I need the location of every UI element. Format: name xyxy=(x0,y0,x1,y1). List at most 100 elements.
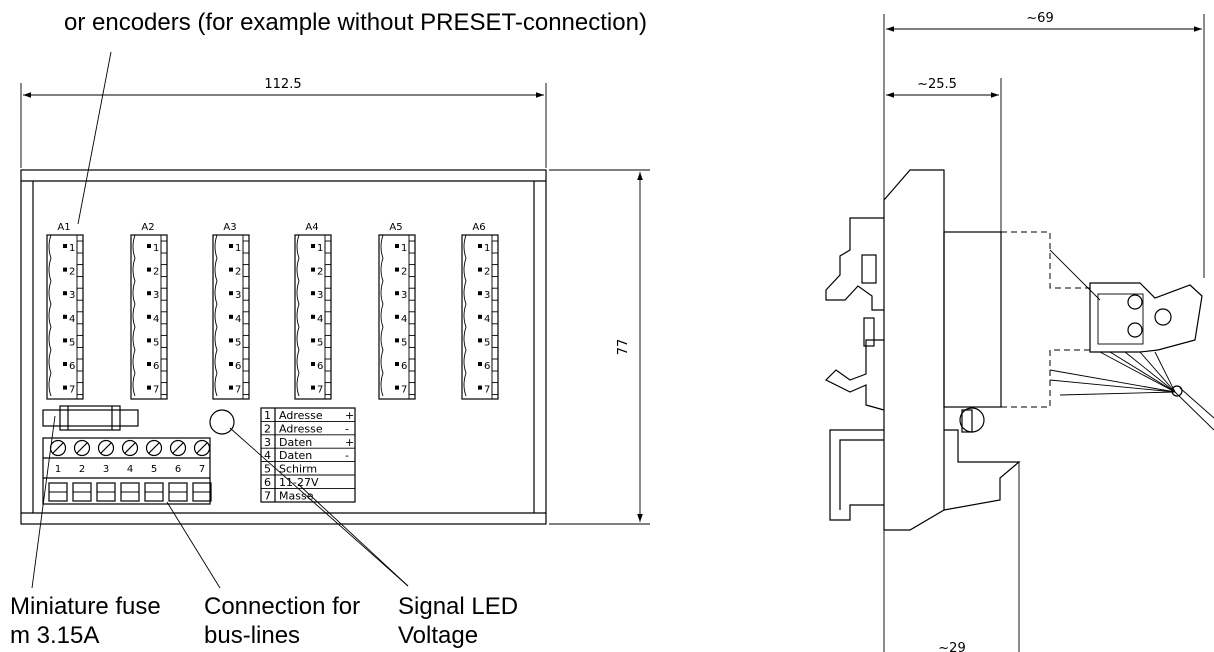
depth-b-dimension: ~29 xyxy=(938,641,965,652)
signal-led xyxy=(209,409,235,435)
fuse-rating-label: m 3.15A xyxy=(10,622,99,649)
pin-label: 4 xyxy=(317,314,323,325)
connector-label: A4 xyxy=(305,222,318,233)
pin-label: 7 xyxy=(401,385,407,396)
top-callout-label: or encoders (for example without PRESET-… xyxy=(64,9,647,36)
terminal-table-sign: - xyxy=(345,422,349,435)
pin-label: 1 xyxy=(153,243,159,254)
housing-outline xyxy=(20,169,547,525)
side-view: ~69 ~25.5 ~29 xyxy=(824,11,1214,652)
pin-label: 7 xyxy=(153,385,159,396)
pin-label: 2 xyxy=(153,267,159,278)
terminal-table-name: Masse xyxy=(279,489,314,502)
pin-label: 6 xyxy=(484,361,490,372)
pin-label: 3 xyxy=(484,290,490,301)
pin-label: 4 xyxy=(69,314,75,325)
depth-a-dimension: ~25.5 xyxy=(917,77,957,92)
front-view: 112.5 77 A11234567A21234567A31234567A412… xyxy=(20,77,650,589)
pin-label: 5 xyxy=(153,337,159,348)
fuse-leader xyxy=(31,415,56,589)
terminal-table-num: 1 xyxy=(264,409,271,422)
pin-label: 5 xyxy=(235,337,241,348)
pin-label: 3 xyxy=(69,290,75,301)
terminal-table-num: 5 xyxy=(264,463,271,476)
pin-label: 6 xyxy=(235,361,241,372)
fuse-label: Miniature fuse xyxy=(10,593,161,620)
terminal-screw xyxy=(73,439,91,457)
pin-label: 1 xyxy=(317,243,323,254)
connector-group: A11234567A21234567A31234567A41234567A512… xyxy=(46,222,499,400)
led-leader xyxy=(229,427,409,587)
pin-label: 5 xyxy=(317,337,323,348)
terminal-table-num: 6 xyxy=(264,476,271,489)
pin-label: 6 xyxy=(69,361,75,372)
pin-label: 3 xyxy=(153,290,159,301)
connector-label: A2 xyxy=(141,222,154,233)
terminal-number: 6 xyxy=(175,464,181,475)
terminal-table-name: Daten xyxy=(279,436,312,449)
terminal-number: 1 xyxy=(55,464,61,475)
pin-label: 4 xyxy=(153,314,159,325)
bus-leader xyxy=(166,501,221,589)
pin-label: 2 xyxy=(317,267,323,278)
bus-lines-label: bus-lines xyxy=(204,622,300,649)
width-dimension: 112.5 xyxy=(264,77,301,92)
height-dimension: 77 xyxy=(616,339,631,356)
connector-a2: A2 1 2 3 4 5 6 7 xyxy=(130,222,168,400)
terminal-table-sign: + xyxy=(345,436,354,449)
terminal-number: 5 xyxy=(151,464,157,475)
terminal-number: 7 xyxy=(199,464,205,475)
terminal-table-sign: - xyxy=(345,449,349,462)
pin-label: 1 xyxy=(69,243,75,254)
terminal-table-sign: + xyxy=(345,409,354,422)
bus-connection-label: Connection for xyxy=(204,593,360,620)
connector-leader xyxy=(77,51,112,225)
voltage-label: Voltage xyxy=(398,622,478,649)
signal-led-label: Signal LED xyxy=(398,593,518,620)
pin-label: 2 xyxy=(401,267,407,278)
connector-label: A5 xyxy=(389,222,402,233)
pin-label: 4 xyxy=(401,314,407,325)
terminal-screw xyxy=(169,439,187,457)
pin-label: 5 xyxy=(69,337,75,348)
pin-label: 7 xyxy=(484,385,490,396)
pin-label: 6 xyxy=(153,361,159,372)
pin-label: 6 xyxy=(317,361,323,372)
terminal-table-name: Adresse xyxy=(279,409,323,422)
terminal-table-num: 3 xyxy=(264,436,271,449)
terminal-screw xyxy=(145,439,163,457)
pin-label: 6 xyxy=(401,361,407,372)
terminal-number: 3 xyxy=(103,464,109,475)
pin-label: 1 xyxy=(484,243,490,254)
pin-label: 3 xyxy=(317,290,323,301)
terminal-screw xyxy=(193,439,211,457)
pin-label: 7 xyxy=(235,385,241,396)
housing-side xyxy=(883,169,945,531)
pin-label: 3 xyxy=(401,290,407,301)
terminal-table-num: 4 xyxy=(264,449,271,462)
pin-label: 1 xyxy=(235,243,241,254)
pin-label: 2 xyxy=(69,267,75,278)
terminal-screw xyxy=(121,439,139,457)
terminal-table-name: Adresse xyxy=(279,422,323,435)
terminal-table-name: Schirm xyxy=(279,463,317,476)
terminal-table-name: 11-27V xyxy=(279,476,319,489)
depth-total-dimension: ~69 xyxy=(1026,11,1053,26)
voltage-leader xyxy=(297,483,409,587)
pin-label: 4 xyxy=(484,314,490,325)
terminal-screw xyxy=(97,439,115,457)
terminal-table-num: 7 xyxy=(264,489,271,502)
pin-label: 5 xyxy=(401,337,407,348)
pin-label: 7 xyxy=(69,385,75,396)
pin-label: 4 xyxy=(235,314,241,325)
pin-label: 5 xyxy=(484,337,490,348)
pin-label: 3 xyxy=(235,290,241,301)
